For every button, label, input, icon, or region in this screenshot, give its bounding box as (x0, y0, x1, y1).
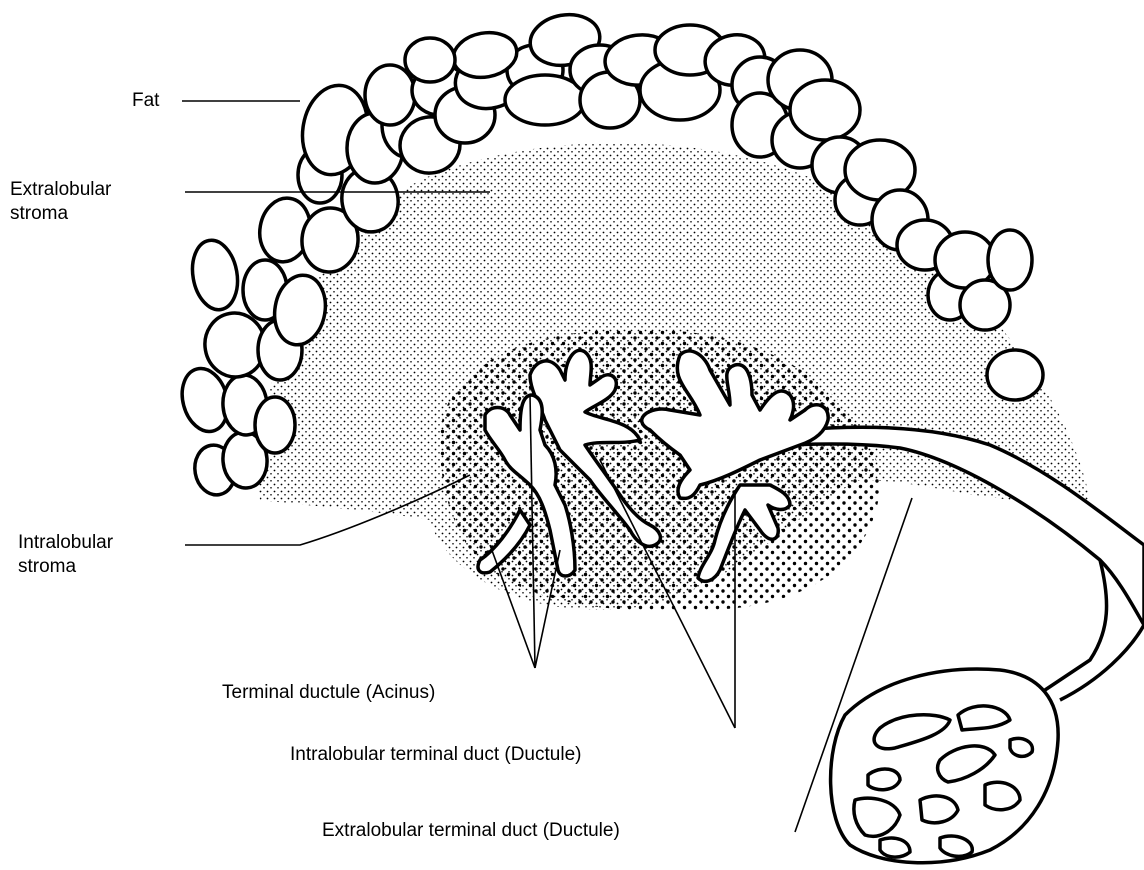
label-line: Intralobular (18, 531, 113, 555)
label-line: stroma (18, 555, 113, 579)
label-extralobular-terminal-duct: Extralobular terminal duct (Ductule) (322, 818, 620, 844)
nodular-lobule (831, 669, 1059, 863)
fat-cell (405, 38, 455, 82)
label-line: stroma (10, 202, 111, 226)
label-fat: Fat (132, 88, 159, 114)
nodular-lumen (940, 836, 972, 856)
label-terminal-ductule: Terminal ductule (Acinus) (222, 680, 435, 706)
fat-cell (790, 80, 860, 140)
fat-cell (988, 230, 1032, 290)
fat-cell (365, 65, 415, 125)
nodular-lumen (985, 782, 1020, 809)
label-intralobular-stroma: Intralobular stroma (18, 531, 113, 579)
nodular-lumen (880, 838, 910, 857)
label-extralobular-stroma: Extralobular stroma (10, 178, 111, 226)
label-intralobular-terminal-duct: Intralobular terminal duct (Ductule) (290, 742, 581, 768)
fat-cell (187, 237, 242, 314)
label-line: Extralobular (10, 178, 111, 202)
nodular-lumen (868, 769, 900, 790)
fat-cell (987, 350, 1043, 400)
nodular-lumen (1010, 738, 1032, 756)
fat-cell (255, 397, 295, 453)
nodular-lumen (920, 796, 958, 823)
